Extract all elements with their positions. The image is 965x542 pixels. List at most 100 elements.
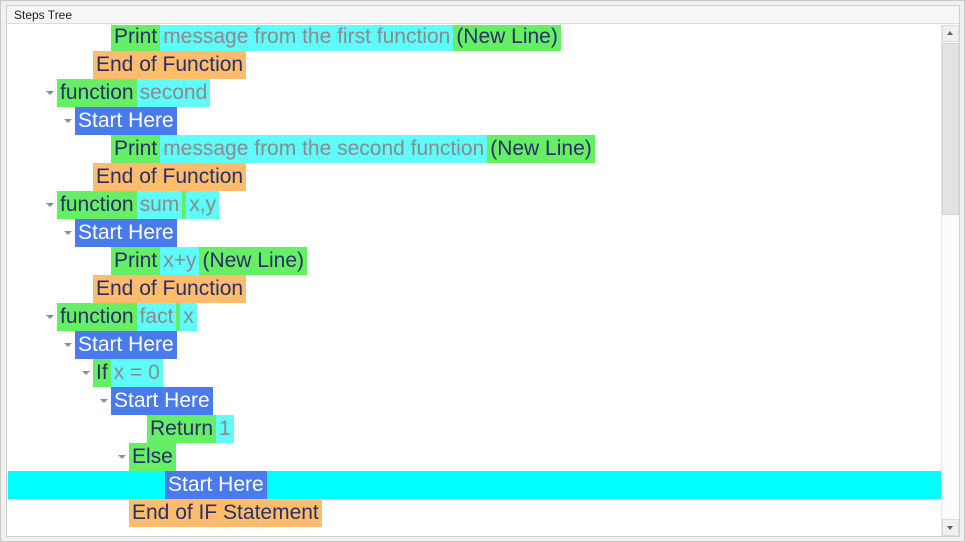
token-kw: If [93,359,111,387]
expander-spacer [80,275,93,303]
expander-collapse-icon[interactable] [62,219,75,247]
token-start: Start Here [111,387,213,415]
token-endfn: End of Function [93,275,247,303]
row-indent [8,303,44,331]
token-arg: x = 0 [110,359,163,387]
token-endfn: End of IF Statement [129,499,322,527]
token-start: Start Here [75,219,177,247]
row-indent [8,443,116,471]
row-indent [8,191,44,219]
expander-spacer [80,163,93,191]
token-kw: Else [129,443,176,471]
row-indent [8,163,80,191]
row-tokens: End of Function [93,51,247,79]
row-tokens: Else [129,443,176,471]
row-indent [8,499,116,527]
tree-row[interactable]: End of Function [8,275,942,303]
tree-row[interactable]: End of Function [8,51,942,79]
tree-row[interactable]: Start Here [8,219,942,247]
expander-spacer [134,415,147,443]
tree-row[interactable]: Else [8,443,942,471]
token-arg: message from the second function [160,135,488,163]
token-nl: (New Line) [453,25,561,51]
expander-collapse-icon[interactable] [44,191,57,219]
row-indent [8,387,98,415]
token-kw: function [57,191,137,219]
row-indent [8,415,134,443]
expander-collapse-icon[interactable] [98,387,111,415]
expander-collapse-icon[interactable] [44,79,57,107]
expander-collapse-icon[interactable] [62,107,75,135]
row-tokens: Start Here [165,471,267,499]
token-kw: Return [147,415,217,443]
tree-row[interactable]: End of IF Statement [8,499,942,527]
row-tokens: End of Function [93,275,247,303]
expander-collapse-icon[interactable] [116,443,129,471]
expander-spacer [98,247,111,275]
token-start: Start Here [75,331,177,359]
row-indent [8,51,80,79]
token-arg: x,y [186,191,220,219]
expander-collapse-icon[interactable] [80,359,93,387]
token-endfn: End of Function [93,163,247,191]
row-tokens: End of IF Statement [129,499,322,527]
scroll-down-arrow-icon[interactable] [942,519,959,536]
token-kw: Print [111,25,161,51]
tree-row[interactable]: Start Here [8,331,942,359]
tree-row[interactable]: Start Here [8,107,942,135]
row-indent [8,79,44,107]
expander-spacer [98,25,111,51]
row-indent [8,275,80,303]
token-start: Start Here [165,471,267,499]
scrollbar-track[interactable] [942,215,959,519]
token-arg: sum [136,191,183,219]
row-tokens: End of Function [93,163,247,191]
token-arg: second [136,79,211,107]
row-indent [8,107,62,135]
token-nl: (New Line) [487,135,595,163]
expander-collapse-icon[interactable] [62,331,75,359]
scroll-up-arrow-icon[interactable] [942,25,959,42]
row-indent [8,471,152,499]
token-endfn: End of Function [93,51,247,79]
token-kw: Print [111,135,161,163]
row-indent [8,219,62,247]
row-tokens: Start Here [111,387,213,415]
row-tokens: Start Here [75,331,177,359]
token-start: Start Here [75,107,177,135]
expander-collapse-icon[interactable] [44,303,57,331]
token-arg: x+y [160,247,200,275]
scrollbar-thumb[interactable] [942,43,959,215]
vertical-scrollbar[interactable] [941,25,959,536]
row-indent [8,25,98,51]
tree-row[interactable]: End of Function [8,163,942,191]
row-indent [8,359,80,387]
tree-row[interactable]: Start Here [8,387,942,415]
token-sep [182,191,187,219]
caption-bar: Steps Tree [7,6,959,24]
expander-spacer [116,499,129,527]
token-kw: function [57,303,137,331]
tree-row[interactable]: Start Here [8,471,942,499]
row-indent [8,135,98,163]
